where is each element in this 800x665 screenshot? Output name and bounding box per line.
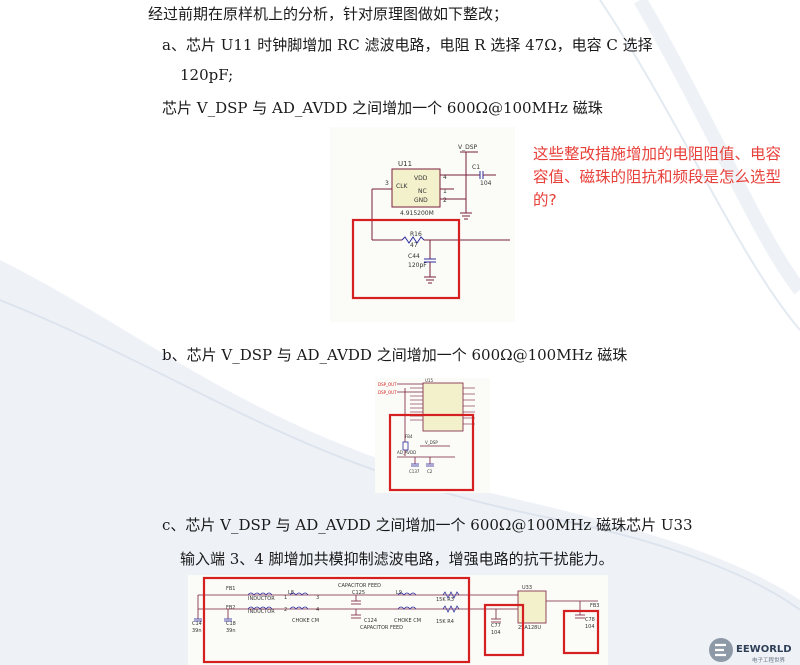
- highlight-box-b: [388, 413, 475, 492]
- item-a-line1: a、芯片 U11 时钟脚增加 RC 滤波电路，电阻 R 选择 47Ω，电容 C …: [162, 36, 653, 54]
- pin-4-c: 4: [316, 607, 319, 613]
- pin-2: 2: [443, 197, 447, 204]
- c2-label: C2: [427, 469, 433, 474]
- highlight-box-c1: [202, 576, 471, 664]
- l8-label: L8: [288, 590, 294, 596]
- schematic-b: DSP_OUT DSP_OUT U15 FB4 V_DSP AD_AVDD C1…: [375, 378, 490, 493]
- fb4-label: FB4: [405, 434, 413, 439]
- item-a-line2: 120pF;: [180, 66, 234, 84]
- highlight-box-c2: [483, 603, 525, 657]
- u33-part: 25A128U: [518, 625, 541, 631]
- c124-label: C124: [364, 618, 377, 624]
- fb2-label: FB2: [226, 605, 236, 611]
- c18-value: 39n: [226, 628, 236, 634]
- r16-label: R16: [410, 231, 422, 238]
- c78-value: 104: [585, 624, 595, 630]
- item-b-text: b、芯片 V_DSP 与 AD_AVDD 之间增加一个 600Ω@100MHz …: [162, 346, 628, 364]
- r4-label: 15K R4: [436, 619, 454, 625]
- vdsp-net-b: V_DSP: [425, 440, 438, 445]
- c1-value: 104: [480, 180, 492, 187]
- pin-3-c: 3: [316, 595, 319, 601]
- intro-text: 经过前期在原样机上的分析，针对原理图做如下整改；: [148, 5, 509, 23]
- c44-label: C44: [408, 253, 420, 260]
- pin-2-c: 2: [284, 607, 287, 613]
- c125-label: C125: [352, 590, 365, 596]
- c77-label: C77: [491, 623, 501, 629]
- logo-tagline: 电子工程世界: [752, 656, 786, 664]
- clk-pin: CLK: [396, 183, 409, 190]
- ic-label: U15: [425, 378, 433, 383]
- c18-label: C18: [226, 621, 236, 627]
- c44-value: 120pF: [408, 262, 427, 269]
- c77-value: 104: [491, 630, 501, 636]
- net-label-1: DSP_OUT: [378, 382, 397, 387]
- net-label-2: DSP_OUT: [378, 390, 397, 395]
- c14-label: C14: [192, 621, 202, 627]
- highlight-box-c3: [562, 609, 600, 655]
- item-a-line3: 芯片 V_DSP 与 AD_AVDD 之间增加一个 600Ω@100MHz 磁珠: [162, 99, 603, 117]
- fb1-label: FB1: [226, 586, 236, 592]
- gnd-pin: GND: [414, 197, 428, 204]
- logo-name: EEWORLD: [736, 644, 792, 655]
- r3-label: 15K R3: [436, 597, 454, 603]
- inductor1-label: INDUCTOR: [248, 596, 275, 602]
- pin-4: 4: [443, 174, 447, 181]
- pin-1-c: 1: [284, 595, 287, 601]
- question-annotation: 这些整改措施增加的电阻阻值、电容容值、磁珠的阻抗和频段是怎么选型的?: [533, 145, 782, 209]
- pin-1: 1: [443, 188, 447, 195]
- cap-feed1-label: CAPACITOR FEED: [338, 583, 381, 589]
- fb3-label: FB3: [590, 603, 600, 609]
- u11-label: U11: [398, 160, 412, 168]
- c78-label: C78: [585, 617, 595, 623]
- item-c-line2: 输入端 3、4 脚增加共模抑制滤波电路，增强电路的抗干扰能力。: [180, 550, 614, 568]
- c1-label: C1: [472, 164, 480, 171]
- c14-value: 39n: [192, 628, 202, 634]
- schematic-c: FB1 FB2 INDUCTOR INDUCTOR L8 L9 CAPACITO…: [188, 575, 608, 665]
- vdsp-net: V_DSP: [458, 144, 478, 151]
- choke1-label: CHOKE CM: [292, 618, 319, 624]
- r16-value: 47: [410, 242, 418, 249]
- vdd-pin: VDD: [414, 175, 428, 182]
- pin-3: 3: [385, 180, 389, 187]
- cap-feed2-label: CAPACITOR FEED: [360, 625, 403, 631]
- inductor2-label: INDUCTOR: [248, 609, 275, 615]
- u33-label: U33: [522, 585, 532, 591]
- adavdd-net: AD_AVDD: [397, 450, 416, 455]
- crystal-value: 4.915200M: [400, 210, 434, 217]
- l9-label: L9: [396, 590, 402, 596]
- eeworld-logo: EEWORLD 电子工程世界: [709, 638, 792, 664]
- schematic-a: U11 VDD CLK NC GND 4 1 2 3 4.915200M V_D…: [330, 127, 515, 322]
- highlight-box-a: [351, 218, 461, 300]
- nc-pin: NC: [418, 188, 427, 195]
- choke2-label: CHOKE CM: [394, 618, 421, 624]
- c137-label: C137: [409, 469, 420, 474]
- item-c-line1: c、芯片 V_DSP 与 AD_AVDD 之间增加一个 600Ω@100MHz …: [162, 516, 693, 534]
